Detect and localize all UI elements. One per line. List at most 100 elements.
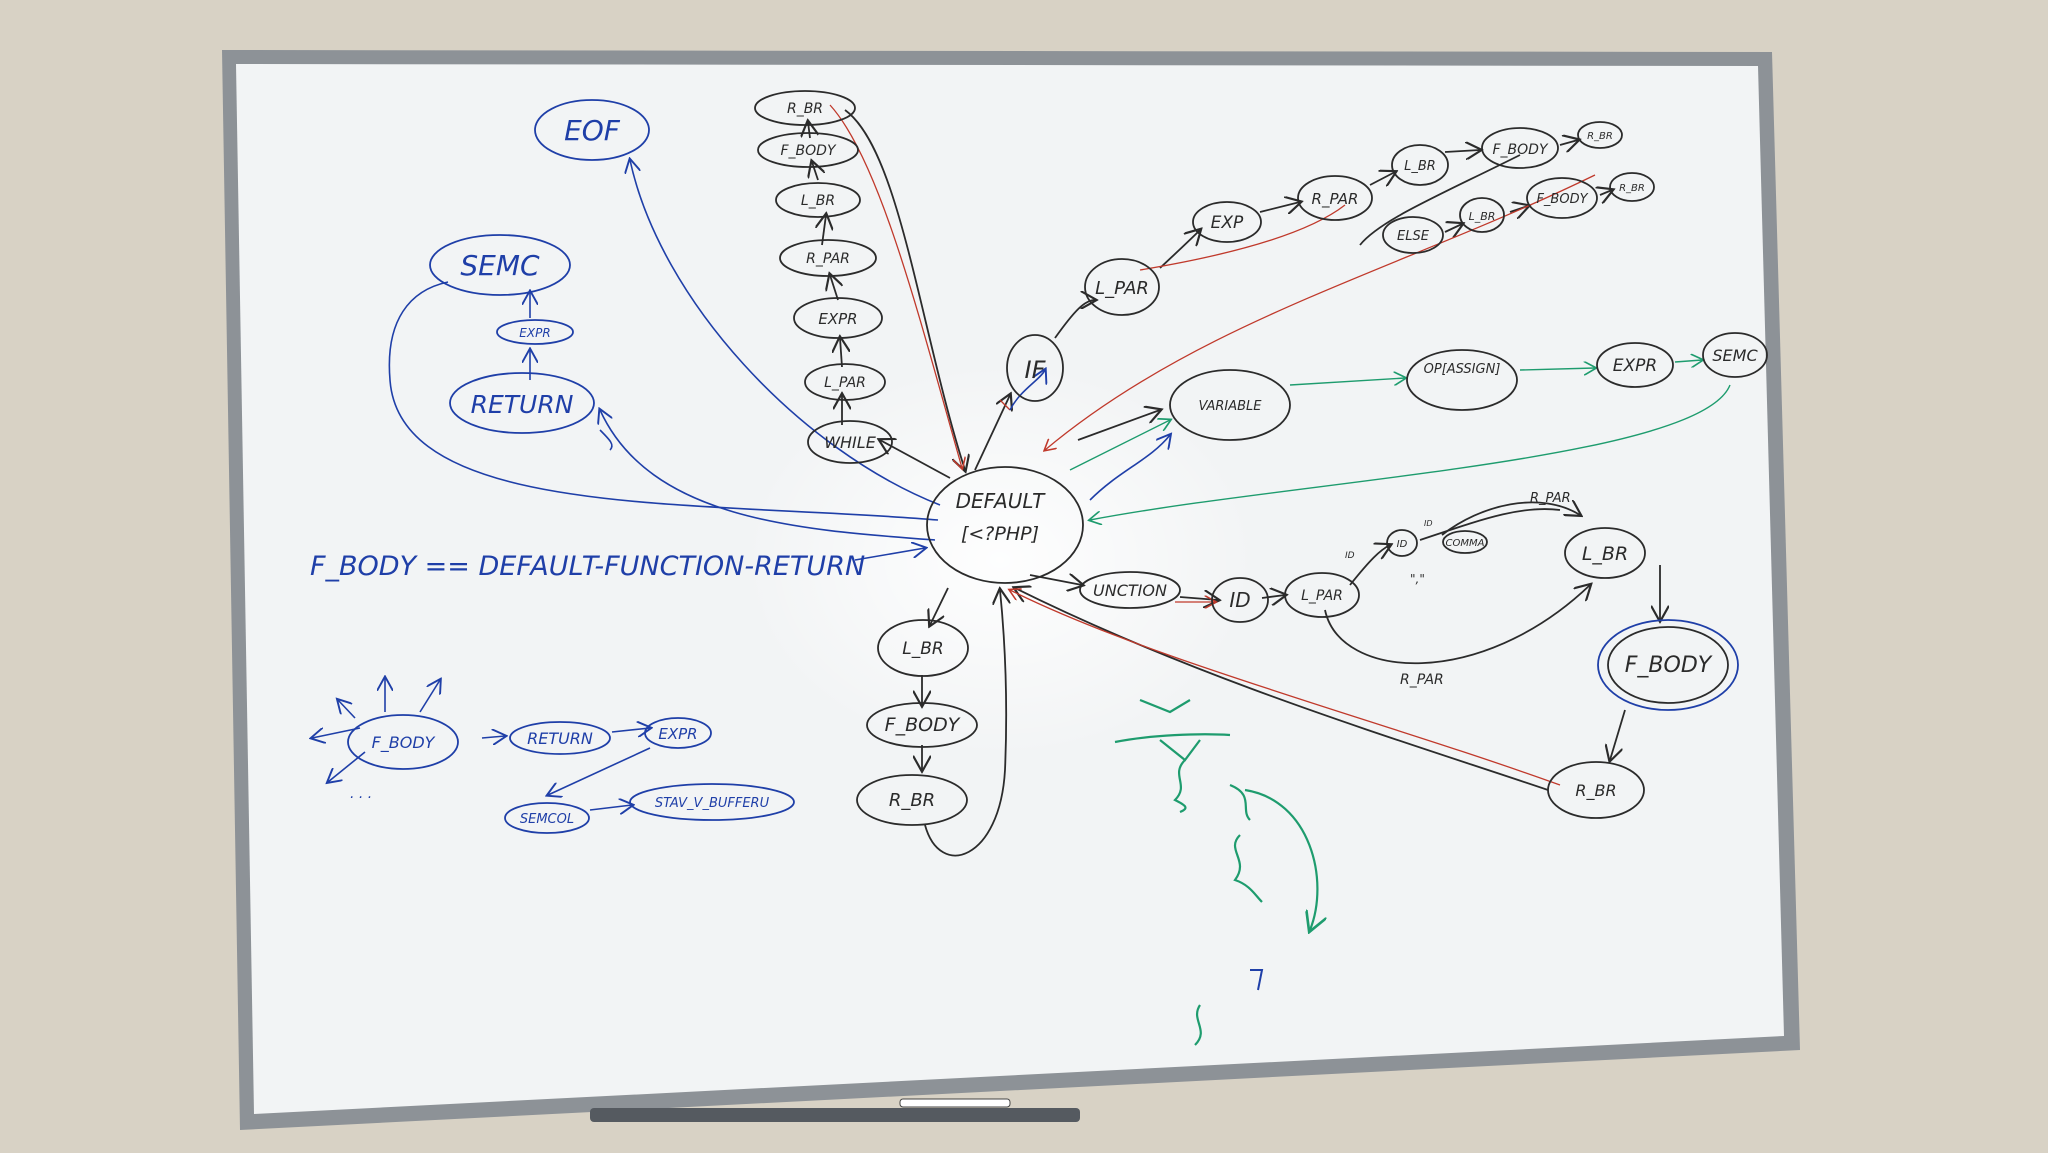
label-semcol-legend: SEMCOL xyxy=(520,812,574,827)
blue-edge-legend-semcol-stav xyxy=(589,805,632,810)
node-r-br-bottom xyxy=(856,774,968,826)
node-f-body-legend xyxy=(347,714,459,770)
edge-exp-rpar xyxy=(1259,202,1300,212)
black-edges xyxy=(808,109,1660,857)
label-r-par-lower: R_PAR xyxy=(1400,672,1444,688)
label-f-body-else: F_BODY xyxy=(1536,192,1588,207)
edge-fbody-rbr-func xyxy=(1610,709,1626,760)
label-f-body-bottom: F_BODY xyxy=(885,714,961,736)
edge-if-lpar xyxy=(1054,300,1095,339)
edge-default-variable xyxy=(1077,410,1160,441)
edge-rbr-default-bottom xyxy=(924,590,1006,857)
label-expr-legend: EXPR xyxy=(658,725,697,743)
red-edge-rbr-default xyxy=(1010,590,1561,786)
red-edge-if-mid xyxy=(1139,204,1346,271)
label-f-body-if: F_BODY xyxy=(1492,142,1548,158)
node-semcol-legend xyxy=(504,802,590,834)
node-else xyxy=(1382,216,1444,254)
legend-dots: . . . xyxy=(350,786,372,802)
label-r-par-if: R_PAR xyxy=(1312,190,1359,209)
edge-param xyxy=(1419,508,1561,541)
node-return-left xyxy=(449,372,595,434)
label-eof: EOF xyxy=(564,114,621,147)
blue-edge-legend-expr-semcol xyxy=(548,747,651,795)
edge-rpar-lower xyxy=(1324,585,1590,665)
label-f-body-func: F_BODY xyxy=(1625,653,1713,678)
blue-edge-legend-out-4 xyxy=(419,680,440,713)
edge-fbody-rbr-if xyxy=(1559,140,1578,145)
node-expr-var xyxy=(1596,342,1674,388)
node-f-body-func xyxy=(1607,626,1729,704)
label-l-br-if: L_BR xyxy=(1404,159,1436,174)
label-l-br-top: L_BR xyxy=(801,193,835,209)
label-l-par-func: L_PAR xyxy=(1301,588,1343,604)
node-expr-small xyxy=(496,319,574,345)
green-scribble-brace-2 xyxy=(1233,834,1263,903)
label-id-small-2: ID xyxy=(1424,519,1433,528)
green-scribble-dash xyxy=(1114,733,1231,744)
label-while: WHILE xyxy=(824,433,876,452)
label-variable: VARIABLE xyxy=(1198,399,1262,414)
label-op-assign: OP[ASSIGN] xyxy=(1424,362,1501,377)
nodes xyxy=(347,90,1768,834)
label-function: UNCTION xyxy=(1093,581,1167,600)
node-r-br-top xyxy=(754,90,856,126)
blue-edge-variable xyxy=(1089,435,1170,501)
node-f-body-else xyxy=(1526,177,1598,219)
label-r-br-bottom: R_BR xyxy=(889,790,935,811)
blue-edge-legend-out-5 xyxy=(328,751,366,782)
node-r-br-else xyxy=(1609,172,1655,202)
blue-hook xyxy=(599,429,613,451)
label-r-par-upper: R_PAR xyxy=(1530,491,1571,506)
node-while xyxy=(807,420,893,464)
label-f-body-legend: F_BODY xyxy=(372,733,436,753)
blue-edge-legend-out-2 xyxy=(338,700,356,719)
label-semc-left: SEMC xyxy=(460,249,540,282)
blue-edges xyxy=(312,160,1170,810)
green-scribble-brace-1 xyxy=(1173,759,1187,814)
label-l-par-if: L_PAR xyxy=(1095,278,1149,299)
green-edge-default-variable xyxy=(1069,420,1170,471)
label-else: ELSE xyxy=(1397,229,1430,244)
edge-lpar-expr xyxy=(840,338,842,368)
label-r-br-func: R_BR xyxy=(1575,781,1616,801)
blue-edge-legend-out-1 xyxy=(312,727,361,738)
label-id-func: ID xyxy=(1229,588,1250,612)
edge-lpar-exp xyxy=(1159,230,1200,269)
label-l-br-func: L_BR xyxy=(1582,543,1628,565)
node-expr-legend xyxy=(644,717,712,749)
node-comma xyxy=(1442,530,1488,554)
label-l-br-else: L_BR xyxy=(1469,210,1496,223)
node-l-br-bottom xyxy=(877,619,969,677)
node-semc-left xyxy=(429,234,571,296)
label-id-param: ID xyxy=(1397,539,1408,550)
label-comma: COMMA xyxy=(1446,538,1485,549)
node-l-par-top xyxy=(804,363,886,401)
label-return-legend: RETURN xyxy=(527,729,593,748)
node-expr-top xyxy=(793,297,883,339)
node-l-br-func xyxy=(1564,527,1646,579)
node-r-par-if xyxy=(1297,175,1373,221)
label-semc-var: SEMC xyxy=(1712,346,1758,365)
marker-pen xyxy=(899,1098,1011,1108)
node-return-legend xyxy=(509,721,611,755)
label-expr-var: EXPR xyxy=(1613,356,1657,376)
red-edges xyxy=(829,104,1596,786)
node-semc-var xyxy=(1702,332,1768,378)
blue-scribble-mark xyxy=(1250,969,1264,991)
green-scribble-brace-3 xyxy=(1194,1004,1202,1046)
red-tick-if xyxy=(999,399,1011,411)
blue-edge-default-eof xyxy=(630,160,941,506)
node-op-assign xyxy=(1406,349,1518,411)
edge-to-else xyxy=(1359,154,1521,246)
edge-lbr-fbody xyxy=(812,162,818,181)
label-f-body-top: F_BODY xyxy=(780,143,836,159)
label-r-br-if: R_BR xyxy=(1587,131,1613,142)
edge-expr-rpar xyxy=(830,275,838,301)
edge-lbr-fbody-if xyxy=(1444,150,1480,152)
green-edge-semc-default xyxy=(1090,384,1731,520)
node-f-body-func-outer xyxy=(1597,619,1739,711)
node-r-br-func xyxy=(1547,761,1645,819)
red-edge-if-return xyxy=(1045,174,1596,450)
